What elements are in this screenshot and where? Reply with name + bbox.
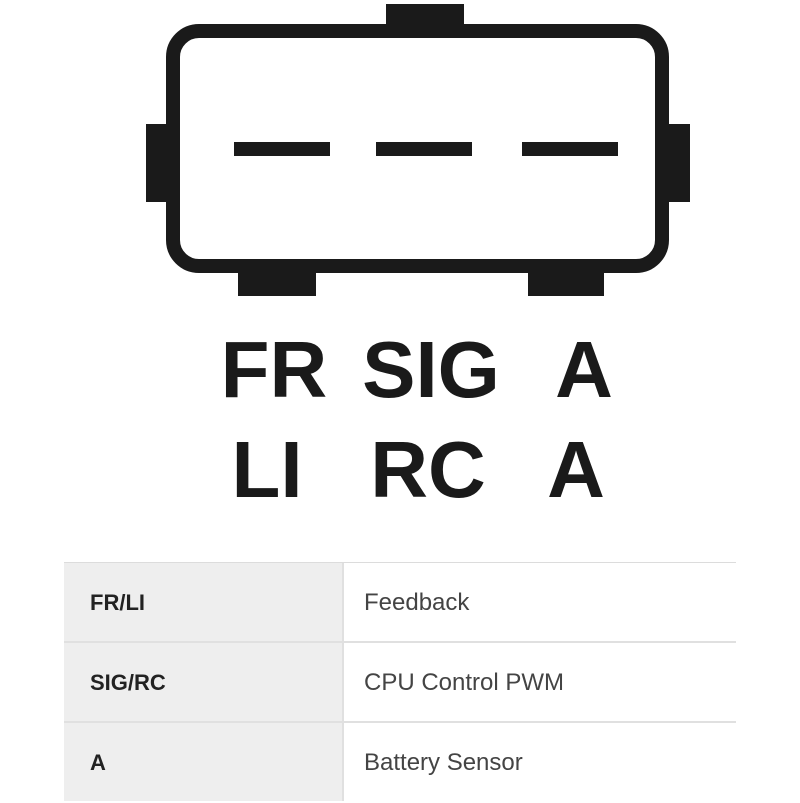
pin-label-fr: FR (220, 325, 328, 414)
pin-function-cell: CPU Control PWM (364, 669, 565, 696)
connector-pin-3 (522, 142, 618, 156)
pin-function-cell: Feedback (364, 589, 470, 616)
pin-name-cell: FR/LI (64, 563, 344, 641)
table-row: SIG/RC CPU Control PWM (64, 643, 736, 723)
pin-labels-top-row: FR SIG A (0, 330, 800, 410)
pinout-table: FR/LI Feedback SIG/RC CPU Control PWM A … (64, 562, 736, 801)
pin-name-cell: SIG/RC (64, 643, 344, 721)
pin-label-a-bottom: A (547, 425, 605, 514)
pin-function-cell: Battery Sensor (364, 749, 523, 776)
connector-pin-1 (234, 142, 330, 156)
pin-label-li: LI (231, 425, 303, 514)
pin-label-a-top: A (555, 325, 613, 414)
pin-label-sig: SIG (362, 325, 500, 414)
pin-label-rc: RC (370, 425, 486, 514)
connector-diagram (146, 4, 690, 296)
connector-pin-2 (376, 142, 472, 156)
pin-name-cell: A (64, 723, 344, 801)
pin-labels-bottom-row: LI RC A (0, 430, 800, 510)
table-row: A Battery Sensor (64, 723, 736, 801)
table-row: FR/LI Feedback (64, 563, 736, 643)
